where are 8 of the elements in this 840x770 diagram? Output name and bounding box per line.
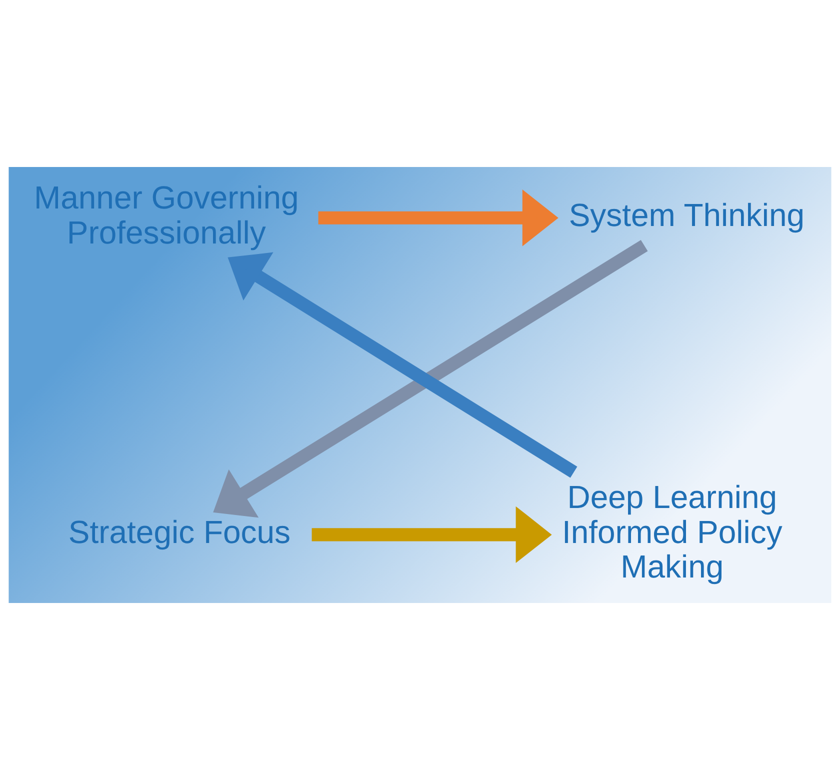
- node-text: Deep Learning Informed Policy Making: [562, 478, 782, 585]
- arrow: [213, 240, 648, 518]
- node-text: Manner Governing Professionally: [34, 180, 299, 250]
- arrow: [318, 190, 558, 246]
- node-text: System Thinking: [568, 197, 805, 234]
- node-text: Strategic Focus: [68, 514, 291, 550]
- arrow: [312, 506, 552, 564]
- arrow: [228, 252, 578, 478]
